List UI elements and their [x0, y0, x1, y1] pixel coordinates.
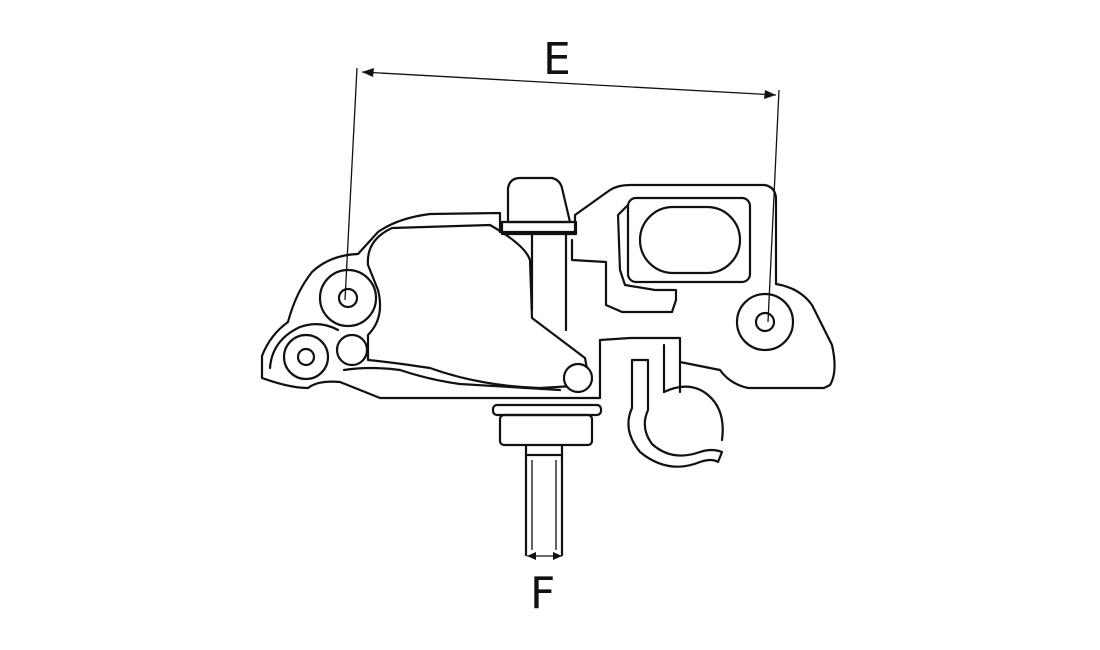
arrow-right	[764, 90, 776, 99]
housing-inner-right	[570, 203, 678, 314]
top-bolt-shaft	[530, 232, 568, 332]
dimension-label-e: E	[543, 34, 571, 85]
top-bolt-cap	[506, 176, 572, 224]
terminal-stud	[524, 443, 564, 557]
dimension-line-e	[361, 71, 777, 96]
arrow-left	[362, 68, 374, 77]
top-bolt-washer	[500, 220, 578, 236]
dimension-label-f: F	[530, 568, 556, 619]
arrow-f-left	[527, 552, 536, 560]
oval-slot	[638, 205, 742, 275]
mounting-hole-lower	[282, 333, 330, 381]
arrow-f-right	[553, 552, 562, 560]
slot-frame	[626, 196, 752, 284]
left-lobe	[268, 323, 340, 370]
hole-right-inner	[754, 311, 776, 333]
terminal-flange	[491, 403, 603, 417]
brush-contact-left	[335, 333, 369, 367]
dimension-e	[344, 67, 780, 323]
hole-left-inner	[337, 287, 359, 309]
clip-arm	[662, 385, 724, 442]
housing-inner-bottom	[342, 366, 562, 392]
housing-outline	[260, 183, 836, 400]
clip	[627, 343, 724, 468]
hole-lower-inner	[296, 347, 316, 367]
dimension-f	[527, 552, 562, 560]
mounting-hole-right	[735, 292, 795, 352]
brush-contact-right	[562, 362, 594, 394]
stud-thread	[531, 460, 557, 550]
extension-line-right	[767, 89, 780, 323]
housing-inner-left	[366, 223, 592, 390]
extension-line-left	[344, 67, 358, 301]
mounting-hole-left	[318, 268, 378, 328]
terminal-body	[498, 413, 594, 447]
